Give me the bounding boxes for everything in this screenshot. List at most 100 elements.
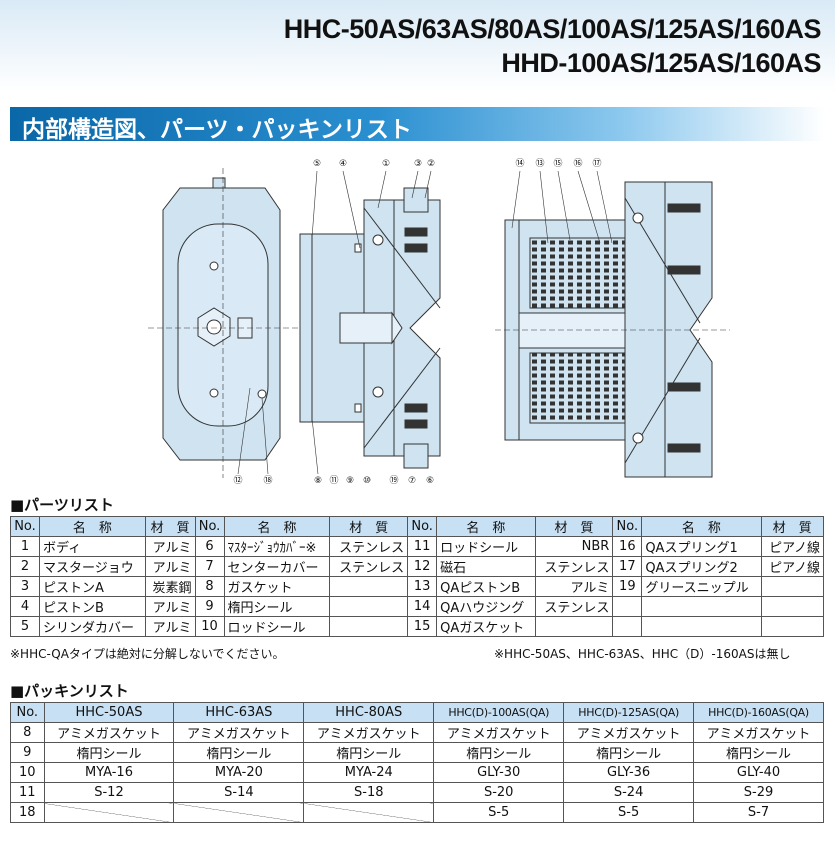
disassembly-note: ※HHC-QAタイプは絶対に分解しないでください。 bbox=[10, 647, 285, 661]
packing-cell: 18 bbox=[10, 802, 45, 823]
internal-structure-diagram: ⑤ ④ ① ③ ② ⑫ ⑱ ⑧ ⑪ ⑨ ⑩ ⑲ ⑦ ⑥ ⑭ ⑬ ⑮ ⑯ ⑰ bbox=[148, 158, 730, 486]
packing-cell: MYA-20 bbox=[173, 762, 305, 783]
part-name-cell bbox=[641, 616, 762, 637]
part-material-cell: アルミ bbox=[144, 616, 196, 637]
part-name-cell: ロッドシール bbox=[223, 616, 331, 637]
packing-cell: アミメガスケット bbox=[43, 722, 175, 743]
part-no-cell: 3 bbox=[10, 576, 40, 597]
callout: ③ bbox=[414, 159, 422, 169]
header-band bbox=[0, 0, 835, 92]
part-no-cell: 1 bbox=[10, 536, 40, 557]
packing-cell: アミメガスケット bbox=[173, 722, 305, 743]
col-material: 材 質 bbox=[144, 516, 196, 537]
col-material: 材 質 bbox=[760, 516, 824, 537]
part-no-cell: 14 bbox=[407, 596, 438, 617]
callout: ⑭ bbox=[515, 158, 524, 169]
packing-list-heading: ■パッキンリスト bbox=[10, 682, 129, 700]
part-material-cell bbox=[760, 576, 824, 597]
part-material-cell: アルミ bbox=[144, 536, 196, 557]
part-material-cell bbox=[760, 616, 824, 637]
packing-cell: S-5 bbox=[433, 802, 565, 823]
part-name-cell: QAスプリング2 bbox=[641, 556, 762, 577]
section-title-bar bbox=[10, 107, 825, 141]
part-no-cell: 7 bbox=[194, 556, 225, 577]
part-material-cell: ピアノ線 bbox=[760, 536, 824, 557]
part-no-cell bbox=[612, 596, 643, 617]
packing-cell: 楕円シール bbox=[43, 742, 175, 763]
front-view bbox=[162, 177, 281, 461]
part-name-cell: グリースニップル bbox=[641, 576, 762, 597]
left-cross-section bbox=[299, 187, 441, 469]
part-material-cell bbox=[329, 576, 409, 597]
part-material-cell: ステンレス bbox=[534, 596, 614, 617]
part-material-cell: ステンレス bbox=[329, 536, 409, 557]
packing-cell: アミメガスケット bbox=[693, 722, 824, 743]
col-name: 名 称 bbox=[641, 516, 762, 537]
col-name: 名 称 bbox=[39, 516, 146, 537]
callout: ⑯ bbox=[573, 158, 582, 169]
packing-cell: S-14 bbox=[173, 782, 305, 803]
right-cross-section bbox=[504, 181, 713, 478]
callout: ⑫ bbox=[233, 475, 242, 486]
part-name-cell: ピストンA bbox=[39, 576, 146, 597]
part-no-cell: 2 bbox=[10, 556, 40, 577]
packing-cell bbox=[43, 802, 175, 823]
part-no-cell: 10 bbox=[194, 616, 225, 637]
part-no-cell: 17 bbox=[612, 556, 643, 577]
part-no-cell: 16 bbox=[612, 536, 643, 557]
packing-col-header: HHC-50AS bbox=[43, 702, 175, 723]
part-material-cell: アルミ bbox=[534, 576, 614, 597]
packing-cell: MYA-24 bbox=[303, 762, 435, 783]
packing-col-header: HHC-63AS bbox=[173, 702, 305, 723]
parts-table: No. 名 称 材 質 No. 名 称 材 質 No. 名 称 材 質 No. … bbox=[10, 516, 824, 637]
part-name-cell: QAガスケット bbox=[436, 616, 536, 637]
part-material-cell bbox=[329, 596, 409, 617]
part-no-cell bbox=[612, 616, 643, 637]
packing-cell: 9 bbox=[10, 742, 45, 763]
packing-cell: GLY-36 bbox=[563, 762, 695, 783]
table-header-row: No. 名 称 材 質 No. 名 称 材 質 No. 名 称 材 質 No. … bbox=[10, 516, 824, 537]
col-no: No. bbox=[612, 516, 643, 537]
callout: ① bbox=[382, 159, 390, 169]
packing-cell: アミメガスケット bbox=[303, 722, 435, 743]
model-names-line1: HHC-50AS/63AS/80AS/100AS/125AS/160AS bbox=[283, 14, 822, 44]
model-names-line2: HHD-100AS/125AS/160AS bbox=[501, 48, 821, 78]
packing-col-header: No. bbox=[10, 702, 45, 723]
part-material-cell bbox=[329, 616, 409, 637]
packing-cell: S-29 bbox=[693, 782, 824, 803]
callouts: ⑤ ④ ① ③ ② ⑫ ⑱ ⑧ ⑪ ⑨ ⑩ ⑲ ⑦ ⑥ ⑭ ⑬ ⑮ ⑯ ⑰ bbox=[233, 158, 601, 486]
part-name-cell: 磁石 bbox=[436, 556, 536, 577]
packing-cell: 楕円シール bbox=[433, 742, 565, 763]
part-no-cell: 11 bbox=[407, 536, 438, 557]
packing-cell: 楕円シール bbox=[693, 742, 824, 763]
part-material-cell: 炭素鋼 bbox=[144, 576, 196, 597]
packing-cell: S-18 bbox=[303, 782, 435, 803]
part-name-cell: ピストンB bbox=[39, 596, 146, 617]
callout: ⑦ bbox=[408, 476, 416, 486]
callout: ⑰ bbox=[592, 158, 601, 169]
part-material-cell: アルミ bbox=[144, 596, 196, 617]
col-no: No. bbox=[407, 516, 438, 537]
part-name-cell: ロッドシール bbox=[436, 536, 536, 557]
col-material: 材 質 bbox=[329, 516, 409, 537]
packing-col-header: HHC(D)-100AS(QA) bbox=[433, 702, 565, 723]
col-no: No. bbox=[194, 516, 225, 537]
part-name-cell: ボディ bbox=[39, 536, 146, 557]
packing-col-header: HHC-80AS bbox=[303, 702, 435, 723]
packing-cell: MYA-16 bbox=[43, 762, 175, 783]
part-no-cell: 6 bbox=[194, 536, 225, 557]
callout: ⑤ bbox=[313, 159, 321, 169]
callout: ⑩ bbox=[363, 476, 371, 486]
packing-cell: S-7 bbox=[693, 802, 824, 823]
packing-cell: 11 bbox=[10, 782, 45, 803]
part-no-cell: 12 bbox=[407, 556, 438, 577]
